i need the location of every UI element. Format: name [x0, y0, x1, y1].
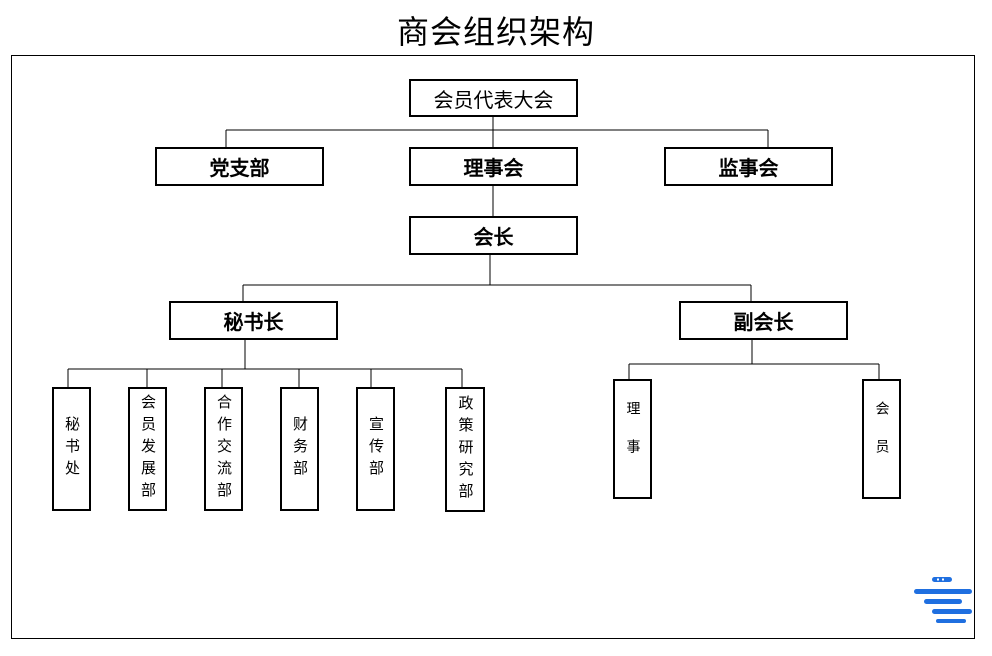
vice-president-box: 副会长 [679, 301, 848, 340]
secretary-general-box: 秘书长 [169, 301, 338, 340]
department-label: 秘书处 [63, 416, 81, 482]
secretary-general-label: 秘书长 [223, 310, 284, 334]
supervisory-label: 监事会 [718, 156, 779, 180]
department-label: 财务部 [291, 416, 309, 482]
supervisory-box: 监事会 [664, 147, 833, 186]
department-label: 政策研究部 [456, 394, 475, 505]
department-label: 会员发展部 [139, 394, 157, 504]
brand-logo-icon [914, 577, 972, 623]
vice-president-label: 副会长 [733, 310, 794, 334]
subordinate-label: 会员 [873, 401, 890, 477]
subordinate-box: 理事 [613, 379, 652, 499]
department-box: 秘书处 [52, 387, 91, 511]
department-box: 财务部 [280, 387, 319, 511]
assembly-label: 会员代表大会 [433, 87, 554, 112]
party-branch-label: 党支部 [209, 156, 270, 180]
department-box: 合作交流部 [204, 387, 243, 511]
party-branch-box: 党支部 [155, 147, 324, 186]
subordinate-label: 理事 [624, 401, 641, 477]
president-label: 会长 [473, 225, 514, 249]
department-box: 政策研究部 [445, 387, 485, 512]
subordinate-box: 会员 [862, 379, 901, 499]
page-title: 商会组织架构 [396, 13, 595, 51]
president-box: 会长 [409, 216, 578, 255]
department-box: 宣传部 [356, 387, 395, 511]
department-box: 会员发展部 [128, 387, 167, 511]
council-label: 理事会 [463, 156, 524, 180]
department-label: 宣传部 [367, 416, 385, 482]
department-label: 合作交流部 [215, 394, 233, 504]
assembly-box: 会员代表大会 [409, 79, 578, 117]
council-box: 理事会 [409, 147, 578, 186]
chart-frame [11, 55, 975, 639]
